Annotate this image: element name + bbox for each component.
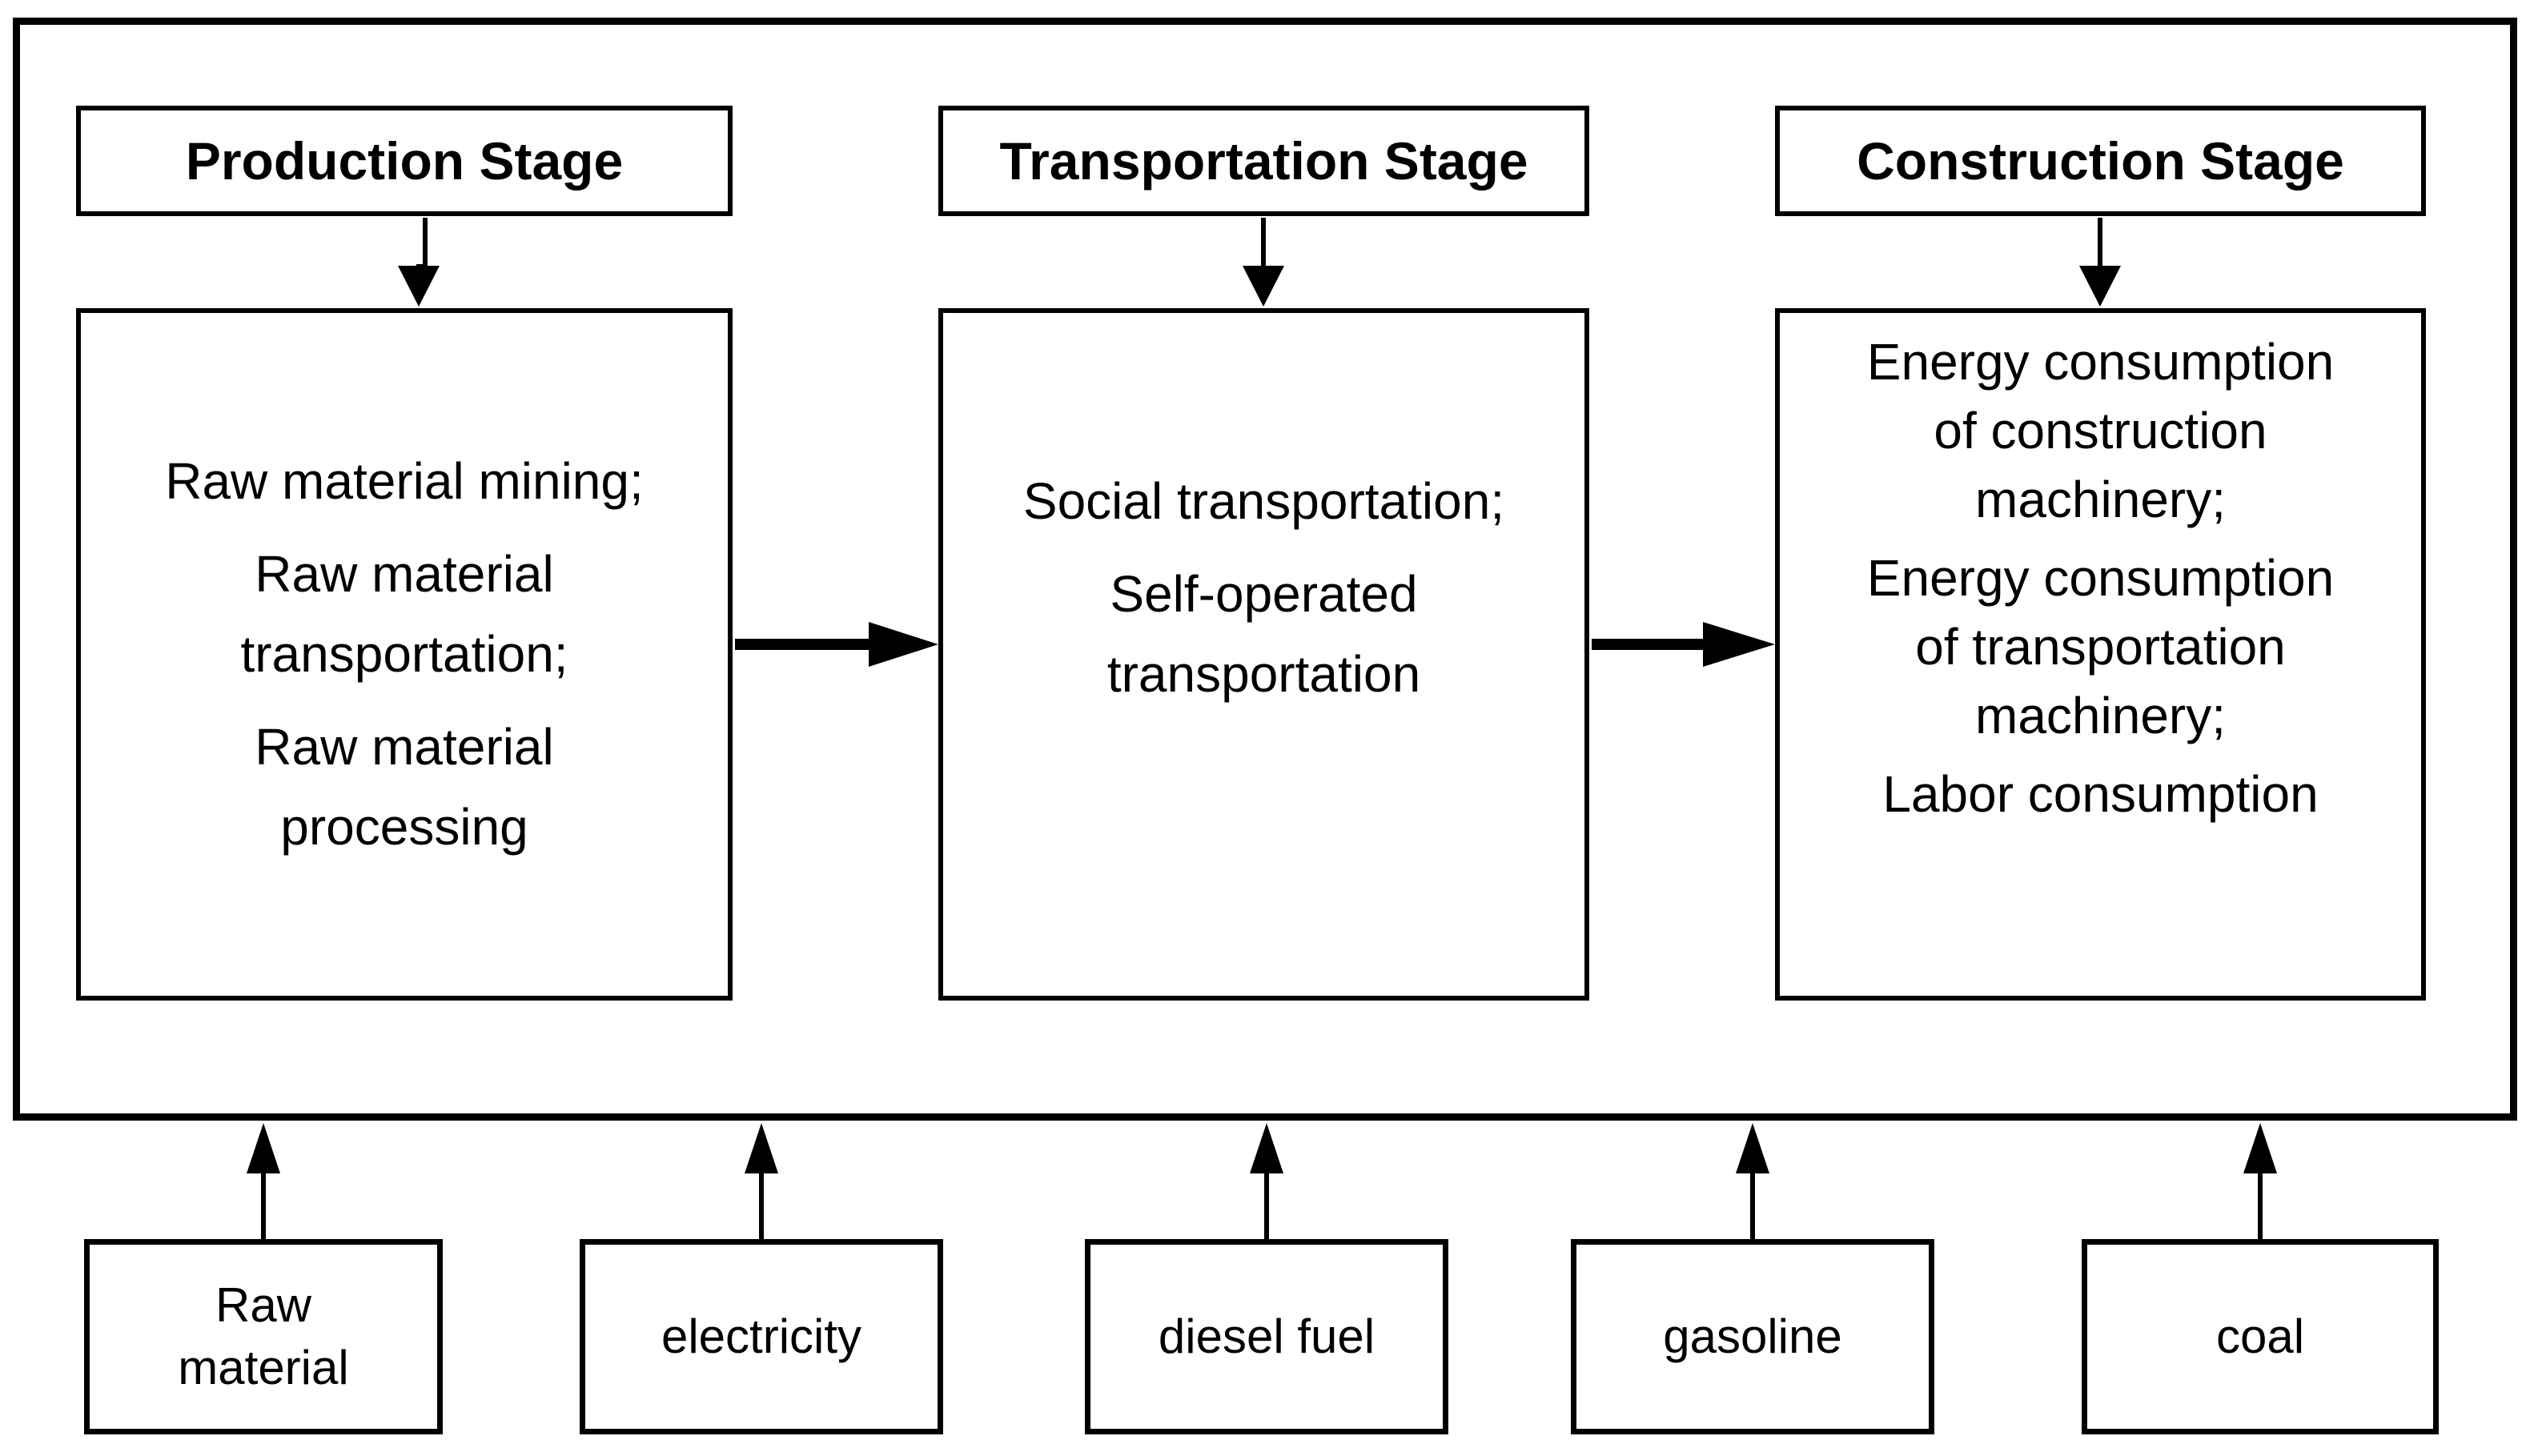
transportation-stage-column: Transportation Stage Social transportati… (938, 0, 1589, 1456)
transportation-stage-header-box: Transportation Stage (938, 106, 1589, 216)
input-label-line: Raw (215, 1278, 312, 1332)
input-label-line: material (178, 1341, 349, 1394)
construction-item-labor: Labor consumption (1780, 760, 2421, 828)
production-item-mining: Raw material mining; (81, 441, 728, 521)
input-box-electricity: electricity (580, 1239, 943, 1434)
input-label-line: coal (2215, 1310, 2305, 1363)
construction-item-transportation-machinery: Energy consumption of transportation mac… (1780, 543, 2421, 750)
production-stage-content-box: Raw material mining; Raw material transp… (76, 308, 733, 1001)
production-stage-header-box: Production Stage (76, 106, 733, 216)
system-boundary-box (13, 18, 2517, 1121)
production-item-processing: Raw material processing (81, 707, 728, 867)
content-line: Labor consumption (1882, 765, 2319, 823)
construction-stage-header-label: Construction Stage (1857, 131, 2344, 191)
input-label-line: gasoline (1663, 1310, 1842, 1363)
input-box-diesel-fuel: diesel fuel (1085, 1239, 1448, 1434)
content-line: machinery; (1975, 471, 2226, 528)
input-arrow-electricity (745, 1123, 778, 1239)
content-line: machinery; (1975, 687, 2226, 744)
input-label-line: diesel fuel (1158, 1310, 1375, 1363)
construction-stage-content-box: Energy consumption of construction machi… (1775, 308, 2426, 1001)
transportation-stage-content-box: Social transportation; Self-operated tra… (938, 308, 1589, 1001)
input-box-gasoline: gasoline (1571, 1239, 1934, 1434)
content-line: processing (280, 798, 528, 856)
content-line: Energy consumption (1866, 549, 2335, 607)
content-line: of transportation (1915, 618, 2286, 676)
content-line: transportation (1106, 645, 1421, 703)
input-label-line: electricity (661, 1310, 862, 1363)
content-line: Energy consumption (1866, 333, 2335, 391)
input-box-raw-material: Raw material (84, 1239, 443, 1434)
content-line: Raw material mining; (165, 452, 644, 510)
arrowhead-up-icon (1736, 1123, 1769, 1173)
content-line: Social transportation; (1022, 472, 1505, 530)
transportation-item-self-operated: Self-operated transportation (943, 554, 1584, 714)
construction-item-construction-machinery: Energy consumption of construction machi… (1780, 327, 2421, 534)
content-line: transportation; (240, 625, 568, 683)
construction-stage-header-box: Construction Stage (1775, 106, 2426, 216)
arrowhead-up-icon (745, 1123, 778, 1173)
construction-stage-column: Construction Stage Energy consumption of… (1775, 0, 2426, 1456)
production-stage-header-label: Production Stage (185, 131, 624, 191)
transportation-stage-header-label: Transportation Stage (999, 131, 1528, 191)
content-line: Self-operated (1110, 565, 1418, 623)
input-box-coal: coal (2082, 1239, 2439, 1434)
content-line: Raw material (255, 718, 554, 776)
input-arrow-gasoline (1736, 1123, 1769, 1239)
production-stage-column: Production Stage Raw material mining; Ra… (76, 0, 733, 1456)
production-item-transportation: Raw material transportation; (81, 534, 728, 694)
content-line: of construction (1934, 402, 2267, 459)
transportation-item-social: Social transportation; (943, 461, 1584, 541)
content-line: Raw material (255, 545, 554, 603)
